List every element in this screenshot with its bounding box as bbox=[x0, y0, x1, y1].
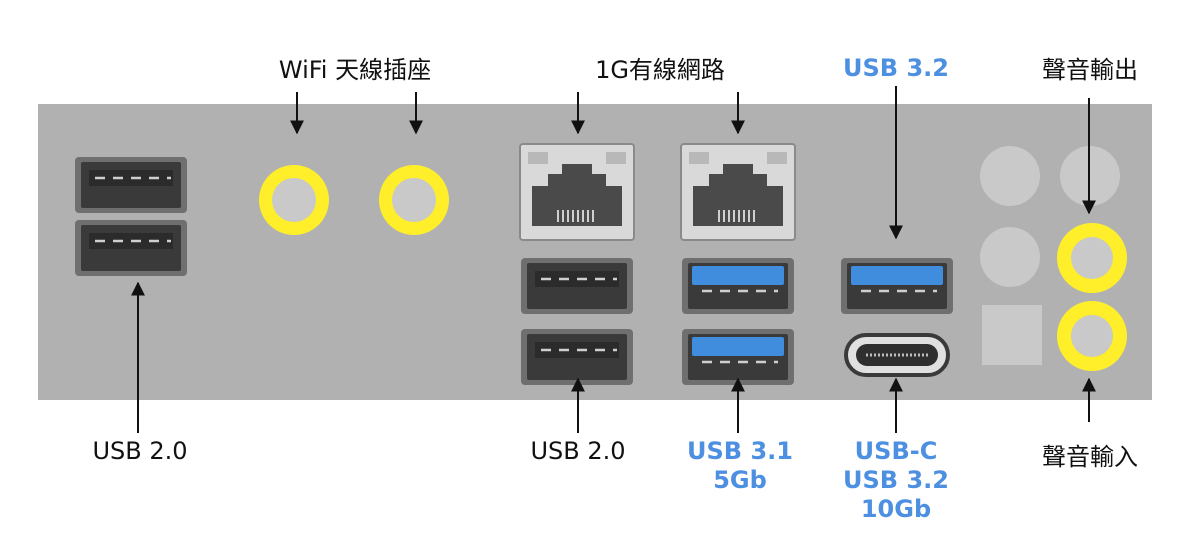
usbc-label-line: USB-C bbox=[854, 437, 938, 465]
ethernet-port-icon[interactable] bbox=[680, 143, 796, 241]
usb-c-port-icon[interactable] bbox=[844, 333, 950, 377]
usb20-mid-label: USB 2.0 bbox=[530, 437, 626, 465]
usb-a-port-icon[interactable] bbox=[73, 218, 189, 278]
audio-jack-icon[interactable] bbox=[980, 146, 1040, 206]
usb31-label-line: USB 3.1 bbox=[687, 437, 793, 465]
audio-jack-icon[interactable] bbox=[980, 227, 1040, 287]
usbc-label: USB-C USB 3.2 10Gb bbox=[826, 437, 966, 524]
usb-a-blue-port-icon[interactable] bbox=[680, 327, 796, 387]
audio-jack-icon[interactable] bbox=[1057, 301, 1127, 371]
audio-jack-icon[interactable] bbox=[1057, 223, 1127, 293]
ethernet-port-icon[interactable] bbox=[519, 143, 635, 241]
usbc-label-line: 10Gb bbox=[860, 495, 932, 523]
usb32-top-label: USB 3.2 bbox=[843, 54, 949, 82]
wifi-antenna-connector-icon[interactable] bbox=[259, 165, 329, 235]
audio-in-label: 聲音輸入 bbox=[1042, 443, 1138, 471]
usb-a-port-icon[interactable] bbox=[519, 256, 635, 316]
usb31-label: USB 3.1 5Gb bbox=[670, 437, 810, 495]
usb-a-port-icon[interactable] bbox=[73, 155, 189, 215]
wifi-label: WiFi 天線插座 bbox=[278, 56, 432, 84]
wifi-antenna-connector-icon[interactable] bbox=[379, 165, 449, 235]
usb-a-blue-port-icon[interactable] bbox=[839, 256, 955, 316]
usbc-label-line: USB 3.2 bbox=[843, 466, 949, 494]
usb-a-port-icon[interactable] bbox=[519, 327, 635, 387]
lan-label: 1G有線網路 bbox=[595, 56, 725, 84]
usb-a-blue-port-icon[interactable] bbox=[680, 256, 796, 316]
usb20-left-label: USB 2.0 bbox=[92, 437, 188, 465]
usb31-label-line: 5Gb bbox=[713, 466, 767, 494]
optical-port-icon[interactable] bbox=[982, 305, 1042, 365]
audio-out-label: 聲音輸出 bbox=[1042, 56, 1138, 84]
